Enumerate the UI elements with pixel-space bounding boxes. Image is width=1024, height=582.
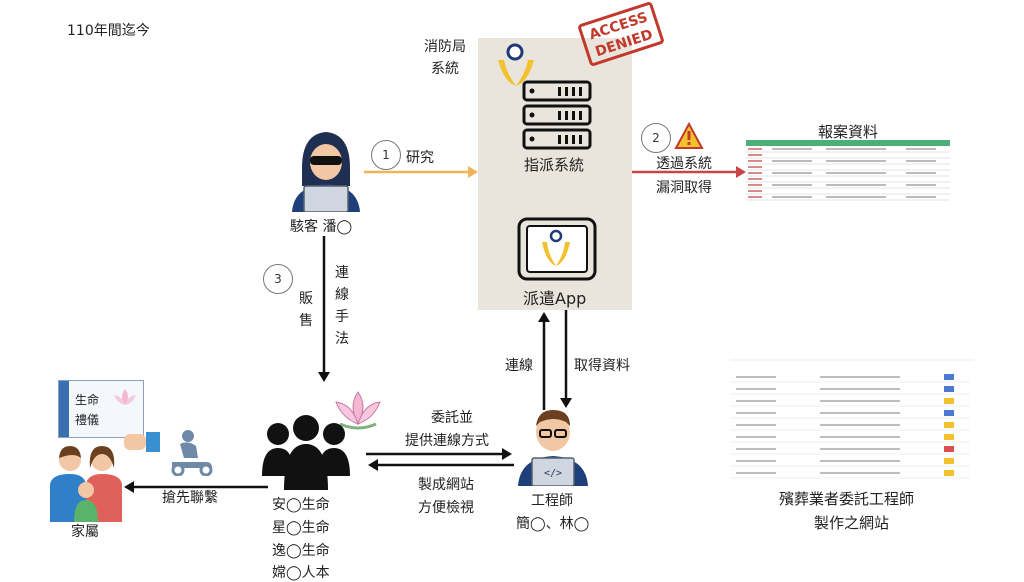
hand-icon	[124, 432, 160, 452]
arrow-commission	[366, 448, 512, 460]
step-3-sell-label: 販 售	[298, 288, 314, 332]
commission-label-2: 提供連線方式	[405, 433, 489, 449]
funeral-company-3: 逸◯生命	[272, 543, 330, 559]
funeral-company-2: 星◯生命	[272, 520, 330, 536]
tablet-icon	[517, 217, 597, 281]
arrow-data-down	[560, 310, 572, 408]
step-1-label: 研究	[406, 150, 434, 166]
scooter-icon	[171, 430, 213, 476]
arrow-connect-up	[538, 312, 550, 410]
step-2-label-1: 透過系統	[656, 156, 712, 172]
report-table-thumbnail	[746, 140, 950, 206]
website-caption-1: 殯葬業者委託工程師	[779, 490, 915, 508]
dispatch-app-label: 派遣App	[523, 289, 587, 308]
engineer-label: 工程師	[531, 493, 573, 509]
arrow-exploit	[632, 166, 746, 178]
website-caption-2: 製作之網站	[814, 514, 890, 532]
hacker-label: 駭客 潘◯	[290, 219, 353, 235]
card-strip	[59, 381, 69, 437]
period-label: 110年間迄今	[67, 23, 150, 39]
step-3-method-char: 法	[335, 331, 349, 347]
fire-dept-emblem-icon	[498, 43, 534, 86]
card-lotus-icon	[114, 389, 136, 405]
build-label-2: 方便檢視	[418, 500, 474, 516]
engineer-icon: </>	[518, 410, 588, 486]
funeral-group-icon	[262, 415, 350, 490]
card-line-1: 生命	[75, 393, 100, 407]
engineer-names: 簡◯、林◯	[516, 516, 590, 532]
step-3-method-char: 手	[335, 309, 349, 325]
svg-text:</>: </>	[544, 468, 562, 479]
server-icon	[522, 80, 592, 150]
website-thumbnail	[730, 352, 974, 484]
warning-icon	[674, 122, 704, 149]
fire-system-label-2: 系統	[431, 61, 459, 77]
access-denied-stamp: ACCESS DENIED	[577, 1, 665, 67]
family-icon	[50, 446, 122, 522]
arrow-contact-family	[124, 481, 268, 493]
arrow-build-site	[368, 459, 514, 471]
dispatch-system-label: 指派系統	[524, 156, 585, 174]
lotus-icon	[335, 391, 381, 430]
step-3-sell-char: 售	[299, 313, 313, 329]
step-2-badge: 2	[641, 123, 671, 153]
report-title: 報案資料	[818, 123, 879, 141]
arrow-research	[364, 166, 478, 178]
step-3-method-char: 線	[335, 287, 349, 303]
step-1-badge: 1	[371, 140, 401, 170]
step-3-sell-char: 販	[299, 291, 313, 307]
business-card: 生命 禮儀	[58, 380, 144, 438]
step-3-method-label: 連 線 手 法	[334, 262, 350, 350]
step-3-badge: 3	[263, 264, 293, 294]
step-2-label-2: 漏洞取得	[656, 180, 712, 196]
fire-system-label-1: 消防局	[424, 39, 466, 55]
arrow-sell	[318, 236, 330, 382]
funeral-company-4: 嫦◯人本	[272, 565, 330, 581]
card-line-2: 禮儀	[75, 413, 100, 427]
hacker-icon	[292, 132, 360, 212]
funeral-company-1: 安◯生命	[272, 497, 330, 513]
contact-first-label: 搶先聯繫	[162, 490, 218, 506]
get-data-label: 取得資料	[574, 358, 630, 374]
build-label-1: 製成網站	[418, 477, 474, 493]
connect-label: 連線	[505, 358, 533, 374]
family-label: 家屬	[71, 524, 99, 540]
commission-label-1: 委託並	[431, 410, 473, 426]
step-3-method-char: 連	[335, 265, 349, 281]
